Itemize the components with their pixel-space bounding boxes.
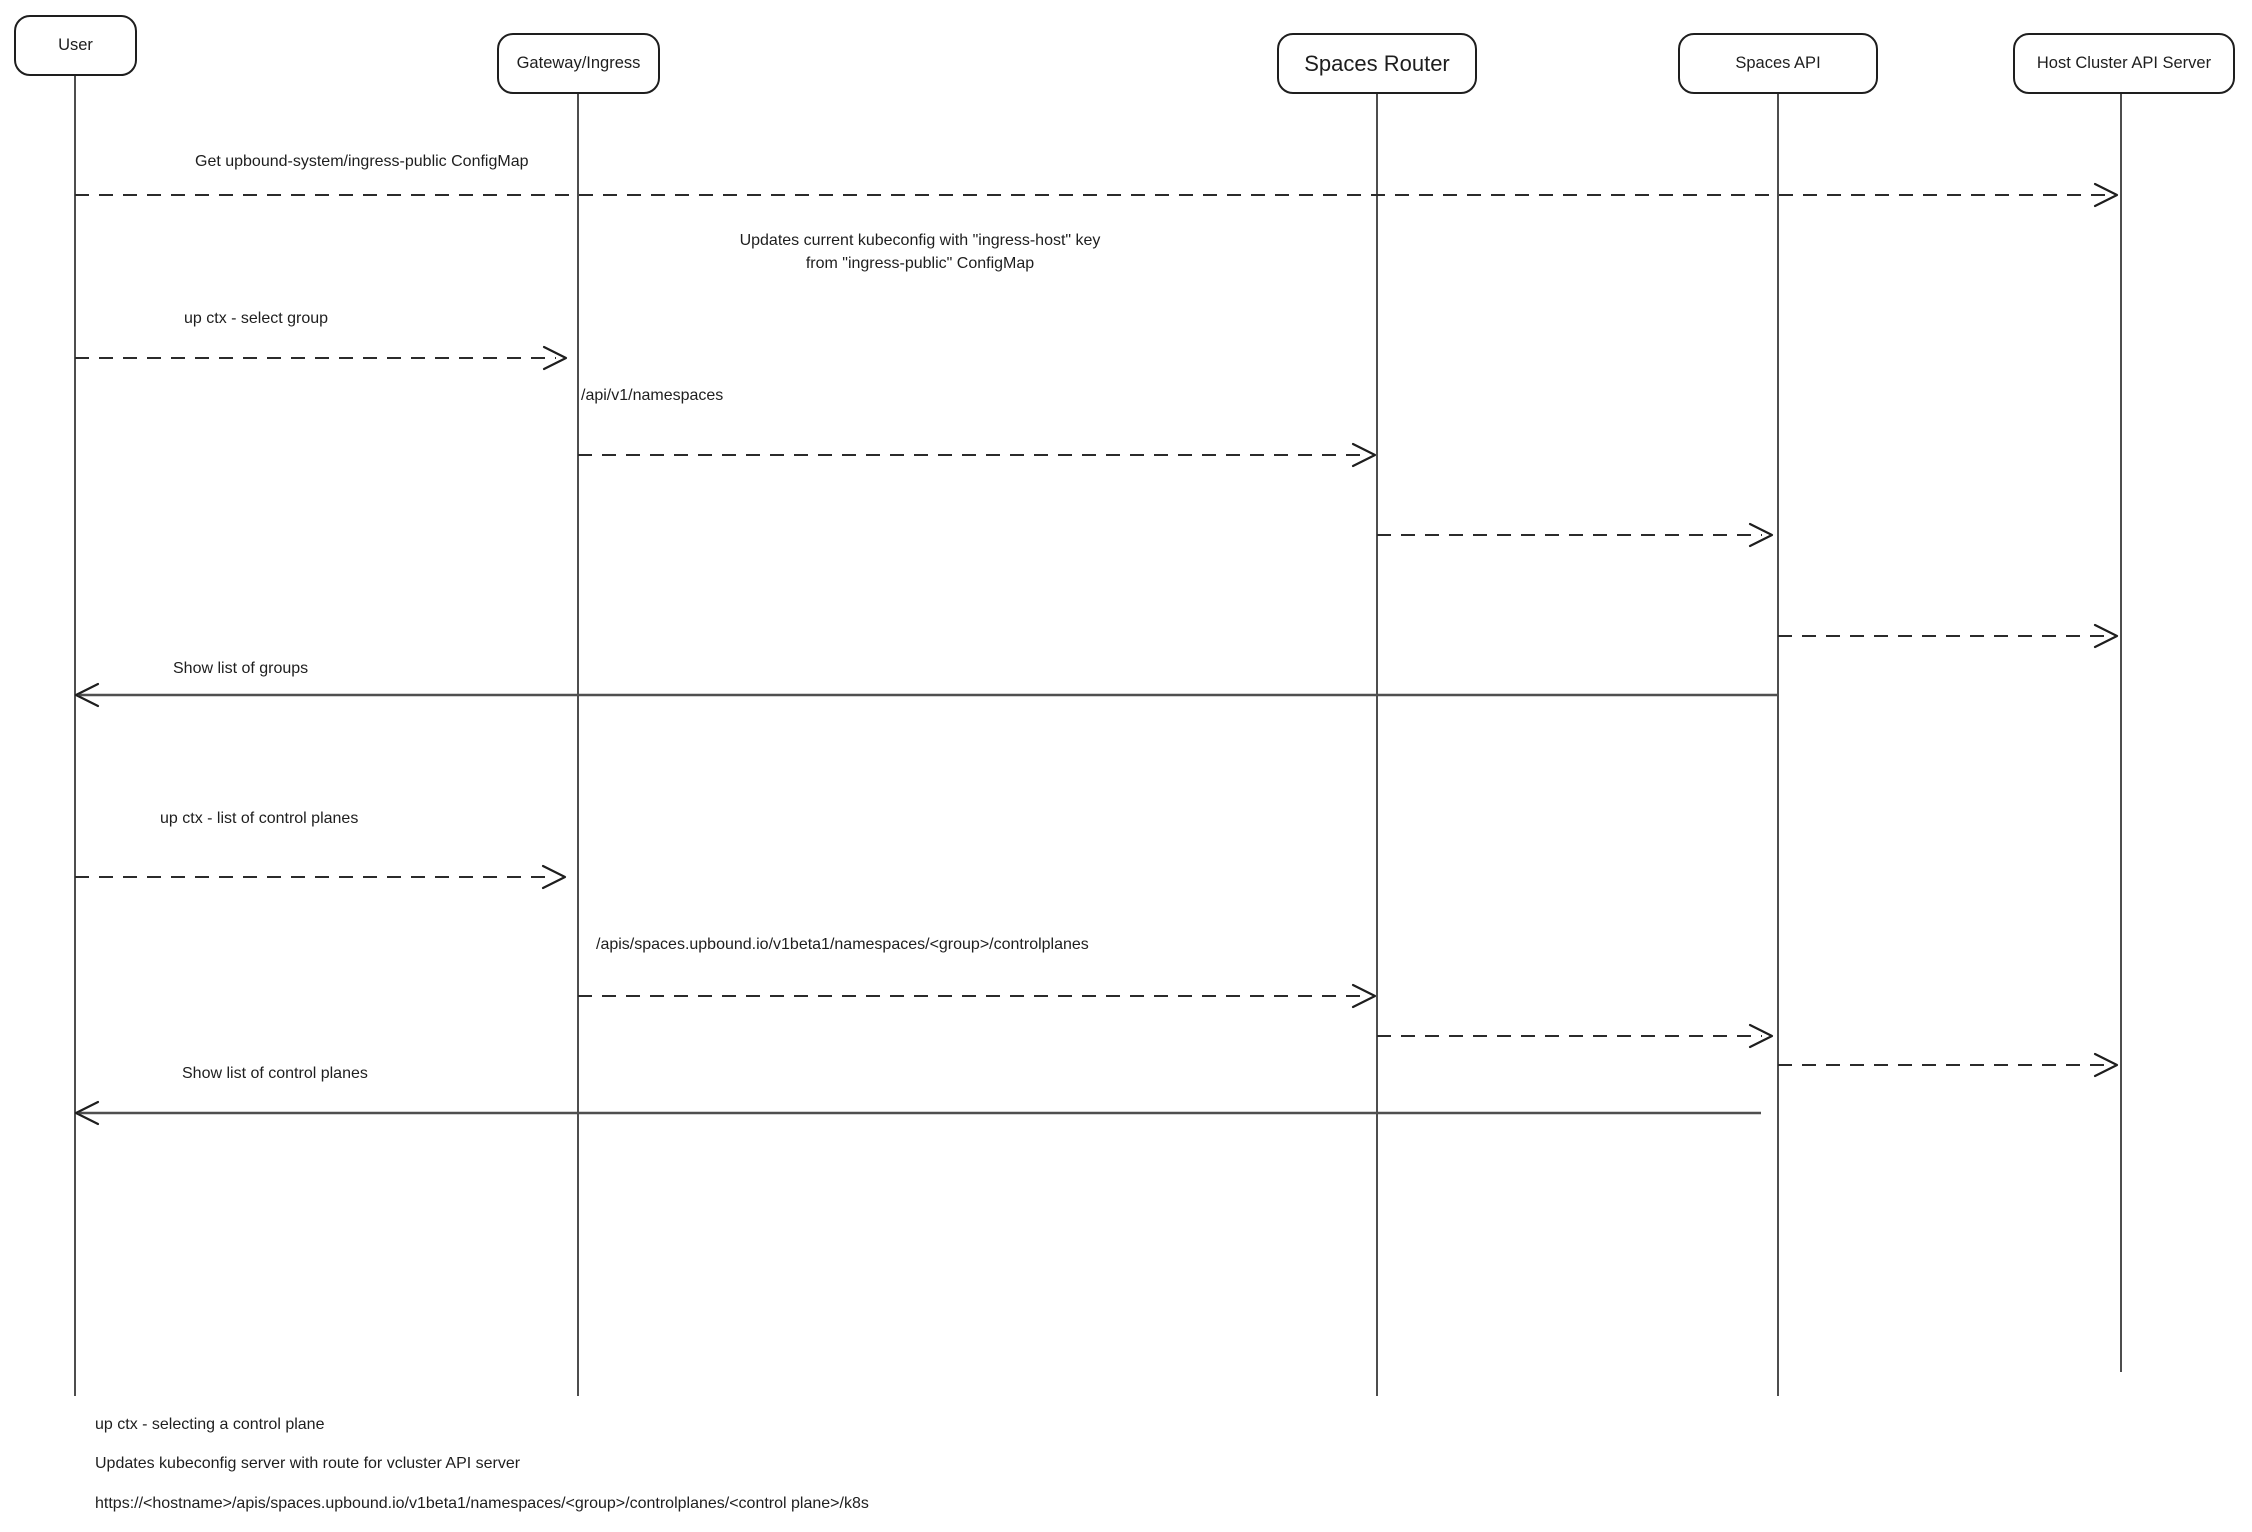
message-arrow-m2 bbox=[75, 345, 568, 371]
message-label-get-configmap: Get upbound-system/ingress-public Config… bbox=[195, 153, 529, 170]
message-label-apis-controlplanes-path: /apis/spaces.upbound.io/v1beta1/namespac… bbox=[596, 936, 1089, 953]
message-label-show-list-of-groups: Show list of groups bbox=[173, 660, 309, 677]
note-update-kubeconfig-line2: from "ingress-public" ConfigMap bbox=[805, 255, 1035, 272]
actor-box-user: User bbox=[14, 15, 137, 76]
actor-label-gateway-ingress: Gateway/Ingress bbox=[516, 54, 641, 72]
actor-box-host-cluster-api-server: Host Cluster API Server bbox=[2013, 33, 2235, 94]
message-arrow-m1 bbox=[75, 182, 2119, 208]
message-arrow-m6 bbox=[74, 682, 1777, 708]
message-arrow-m4 bbox=[1377, 522, 1774, 548]
message-arrow-m10 bbox=[1778, 1052, 2119, 1078]
message-label-show-list-of-control-planes: Show list of control planes bbox=[182, 1065, 368, 1082]
actor-label-host-cluster-api-server: Host Cluster API Server bbox=[2036, 54, 2212, 72]
footnote-updates-kubeconfig-route: Updates kubeconfig server with route for… bbox=[95, 1455, 521, 1472]
actor-box-gateway-ingress: Gateway/Ingress bbox=[497, 33, 660, 94]
message-label-api-v1-namespaces: /api/v1/namespaces bbox=[581, 387, 724, 404]
footnote-selecting-control-plane: up ctx - selecting a control plane bbox=[95, 1416, 325, 1433]
actor-label-user: User bbox=[58, 36, 93, 54]
actor-box-spaces-api: Spaces API bbox=[1678, 33, 1878, 94]
note-update-kubeconfig: Updates current kubeconfig with "ingress… bbox=[740, 229, 1101, 275]
message-label-select-group: up ctx - select group bbox=[184, 310, 329, 327]
message-arrow-m9 bbox=[1377, 1023, 1774, 1049]
message-arrow-m3 bbox=[578, 442, 1377, 468]
note-update-kubeconfig-line1: Updates current kubeconfig with "ingress… bbox=[739, 232, 1101, 249]
message-arrow-m7 bbox=[75, 864, 567, 890]
actor-label-spaces-api: Spaces API bbox=[1735, 54, 1821, 72]
actor-box-spaces-router: Spaces Router bbox=[1277, 33, 1477, 94]
message-label-list-control-planes: up ctx - list of control planes bbox=[160, 810, 359, 827]
message-arrow-m5 bbox=[1778, 623, 2119, 649]
actor-label-spaces-router: Spaces Router bbox=[1304, 50, 1450, 76]
footnote-controlplane-url: https://<hostname>/apis/spaces.upbound.i… bbox=[95, 1495, 869, 1512]
message-arrow-m8 bbox=[578, 983, 1377, 1009]
message-arrow-m11 bbox=[74, 1100, 1761, 1126]
